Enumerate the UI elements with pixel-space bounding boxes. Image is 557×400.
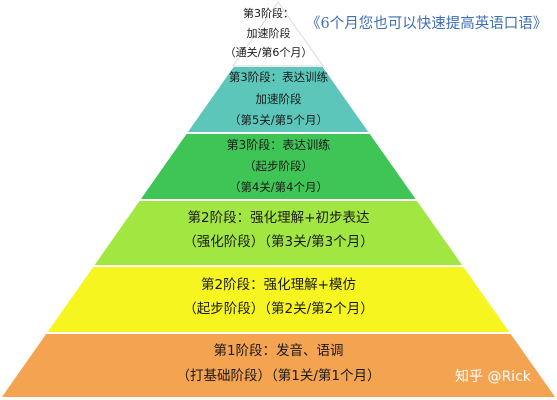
level-3-line-1: 第2阶段：强化理解+初步表达 bbox=[187, 210, 370, 226]
level-5-line-3: （第5关/第5个月） bbox=[228, 113, 328, 127]
level-2-line-1: 第2阶段：强化理解+模仿 bbox=[201, 277, 356, 293]
level-5-line-2: 加速阶段 bbox=[255, 92, 302, 106]
level-6-line-1: 第3阶段： bbox=[243, 7, 294, 20]
pyramid-title: 《6个月您也可以快速提高英语口语》 bbox=[306, 16, 548, 32]
pyramid-top-outline bbox=[232, 1, 325, 67]
pyramid-level-1 bbox=[0, 332, 557, 399]
level-5-line-1: 第3阶段：表达训练 bbox=[228, 70, 329, 84]
level-3-line-2: （强化阶段）（第3关/第3个月） bbox=[183, 234, 374, 250]
level-4-line-2: （起步阶段） bbox=[244, 159, 313, 173]
level-2-line-2: （起步阶段）（第2关/第2个月） bbox=[183, 301, 374, 317]
level-4-line-1: 第3阶段：表达训练 bbox=[226, 138, 331, 152]
level-4-line-3: （第4关/第4个月） bbox=[228, 180, 328, 194]
watermark-text: 知乎 @Rick bbox=[455, 369, 531, 385]
level-6-line-3: （通关/第6个月） bbox=[224, 46, 313, 59]
level-6-line-2: 加速阶段 bbox=[246, 27, 291, 40]
level-1-line-1: 第1阶段：发音、语调 bbox=[213, 343, 344, 359]
level-1-line-2: （打基础阶段）（第1关/第1个月） bbox=[176, 368, 381, 384]
